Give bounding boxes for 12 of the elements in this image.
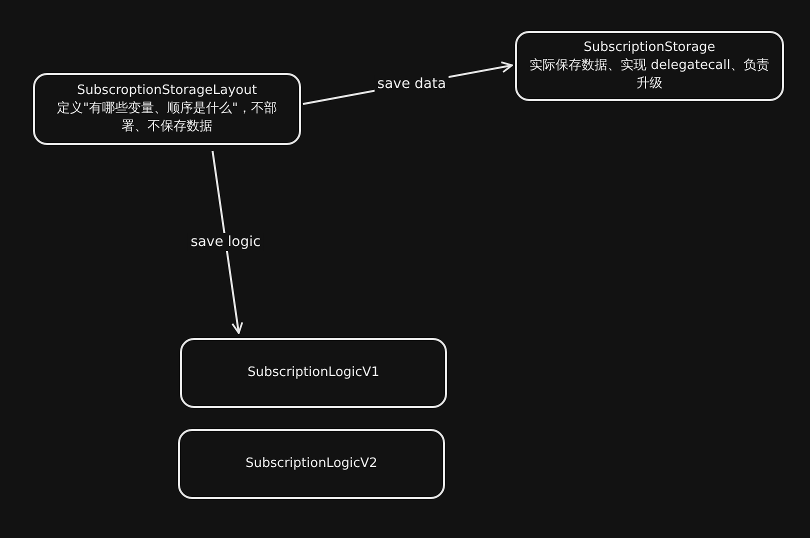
process-box [33, 73, 301, 145]
arrow [212, 150, 244, 334]
box-description: 定义"有哪些变量、顺序是什么"，不部署、不保存数据 [56, 100, 278, 136]
process-box [180, 338, 447, 408]
process-box [515, 31, 784, 101]
edge-label: save data [374, 74, 450, 93]
box-title: SubscroptionStorageLayout [77, 82, 257, 100]
process-box [178, 429, 445, 499]
box-title: SubscriptionLogicV1 [248, 364, 380, 382]
box-title: SubscriptionLogicV2 [246, 455, 378, 473]
box-description: 实际保存数据、实现 delegatecall、负责升级 [528, 57, 770, 93]
box-title: SubscriptionStorage [584, 39, 716, 57]
